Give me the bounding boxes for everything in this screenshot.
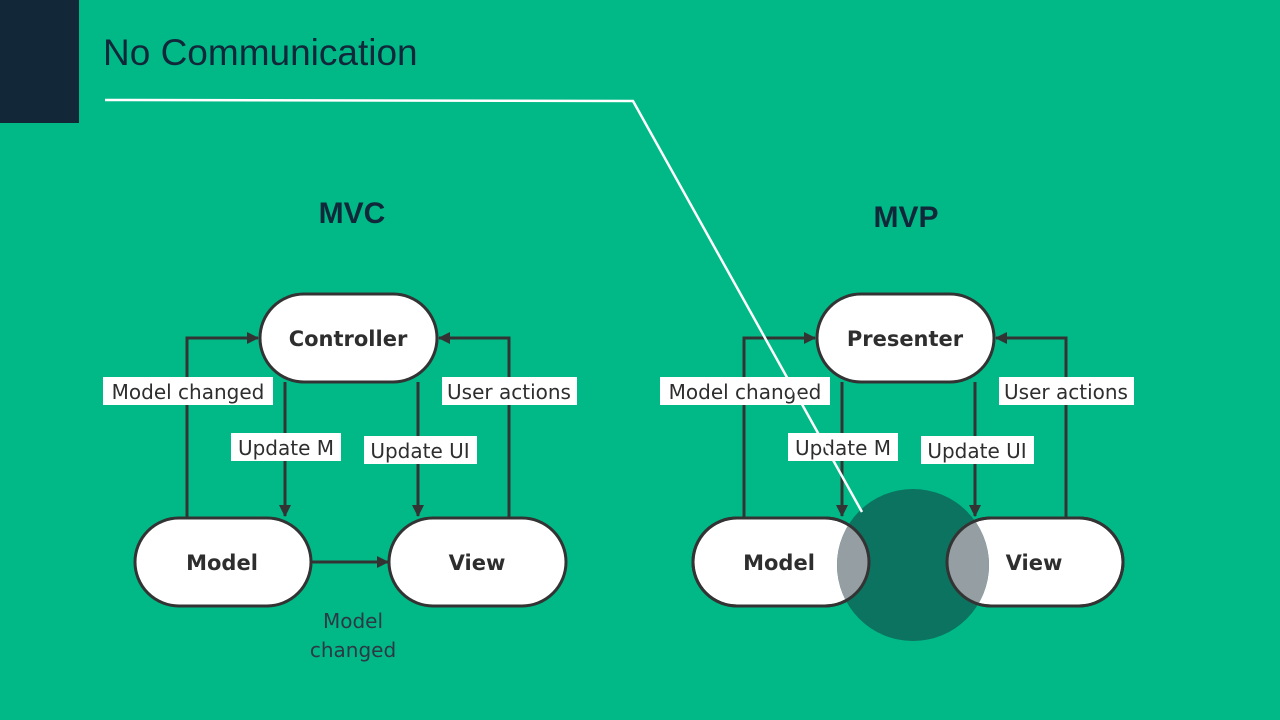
mvc-model-changed-arrow — [185, 332, 259, 518]
mvc-title: MVC — [318, 197, 386, 230]
mvc-update-ui-label: Update UI — [370, 439, 469, 463]
mvc-user-actions-label: User actions — [447, 380, 571, 404]
mvc-controller-node — [258, 292, 439, 384]
mvc-view-label: View — [449, 551, 506, 575]
mvp-model-label: Model — [743, 551, 815, 575]
mvc-model-node — [133, 516, 313, 608]
mvp-view-label: View — [1006, 551, 1063, 575]
mvp-user-actions-label: User actions — [1004, 380, 1128, 404]
mvp-update-ui-label: Update UI — [927, 439, 1026, 463]
mvc-controller-label: Controller — [289, 327, 408, 351]
no-communication-highlight — [691, 489, 1125, 641]
mvp-title: MVP — [873, 201, 939, 234]
mvc-view-node — [387, 516, 568, 608]
mvc-model-changed-caption-line1: Model — [323, 609, 383, 633]
mvc-model-changed-label: Model changed — [112, 380, 265, 404]
mvp-diagram: Presenter Model View Model changed Updat… — [660, 292, 1134, 608]
slide-title: No Communication — [103, 32, 418, 73]
highlight-circle — [837, 489, 989, 641]
mvp-model-changed-arrow — [742, 332, 816, 518]
mvp-user-actions-arrow — [995, 332, 1068, 518]
callout-line — [104, 98, 864, 513]
mvp-presenter-node — [815, 292, 996, 384]
mvc-model-changed-caption-line2: changed — [310, 638, 396, 662]
mvc-user-actions-arrow — [438, 332, 511, 518]
mvc-update-m-label: Update M — [238, 436, 334, 460]
accent-block — [0, 0, 79, 123]
mvc-diagram: Controller Model View Model changed Upda… — [103, 292, 577, 662]
mvc-model-label: Model — [186, 551, 258, 575]
mvp-presenter-label: Presenter — [847, 327, 964, 351]
mvp-update-m-label: Update M — [795, 436, 891, 460]
